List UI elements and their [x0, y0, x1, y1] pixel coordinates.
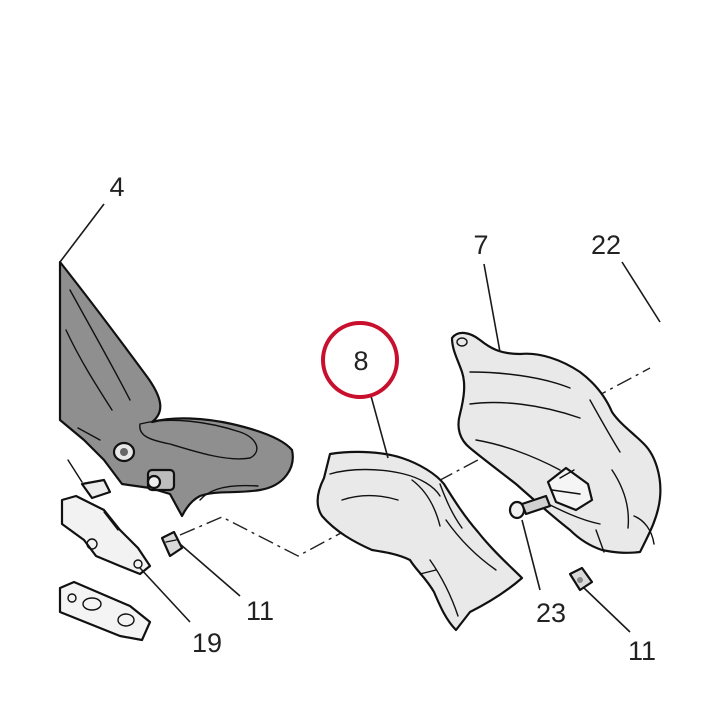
- part-clip-small[interactable]: [67, 459, 112, 500]
- callout-11-right: 11: [628, 636, 656, 666]
- callout-22: 22: [591, 230, 621, 260]
- callout-11-left: 11: [246, 596, 274, 626]
- leader-lines: [59, 203, 661, 633]
- part-11-nut-left[interactable]: [160, 530, 184, 558]
- callout-7: 7: [473, 230, 488, 260]
- callout-4: 4: [109, 172, 124, 202]
- part-11-nut-right[interactable]: [568, 566, 594, 592]
- part-link-arm[interactable]: [58, 580, 152, 642]
- part-4-side-cover[interactable]: [58, 260, 294, 518]
- part-7-bracket[interactable]: [546, 466, 594, 512]
- highlight-ring: [321, 321, 399, 399]
- callout-23: 23: [536, 598, 566, 628]
- callout-8: 8: [353, 346, 368, 376]
- part-8-heat-shield[interactable]: [316, 450, 524, 632]
- assembly-axis-line: [179, 367, 651, 557]
- part-19-bracket[interactable]: [60, 494, 152, 576]
- part-23-bolt[interactable]: [508, 494, 552, 520]
- part-7-heat-shield[interactable]: [450, 331, 662, 554]
- callout-19: 19: [192, 628, 222, 658]
